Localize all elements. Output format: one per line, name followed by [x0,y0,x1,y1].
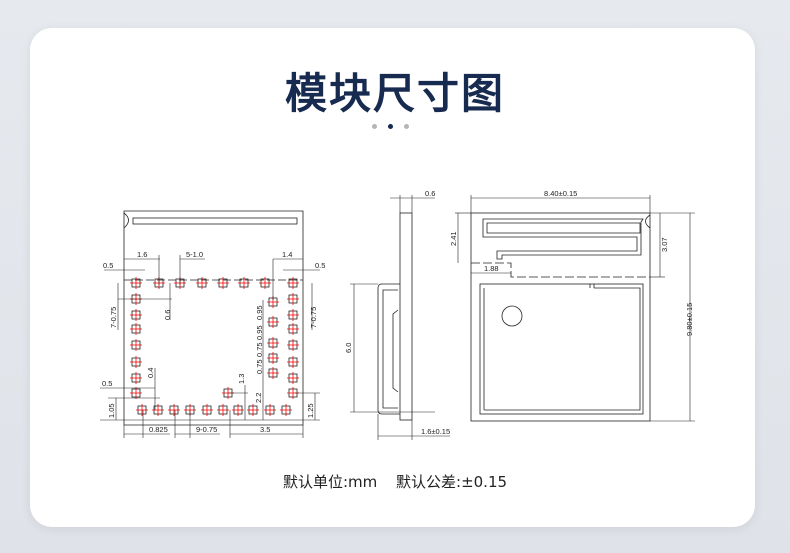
pad-center-cross [130,356,142,368]
dim-label: 1.6±0.15 [421,427,450,436]
pad-center-cross [287,277,299,289]
antenna-meander [482,218,644,260]
side-view: 0.6 6.0 1.6±0.15 [344,189,450,440]
dim-label: 2.2 [254,393,263,403]
pad-center-cross [217,404,229,416]
dim-label: 7-0.75 [109,307,118,328]
dim-label: 0.75 [255,342,264,357]
pads [130,277,299,416]
dim-label: 1.3 [237,374,246,384]
footer-note: 默认单位:mm 默认公差:±0.15 [0,471,790,492]
notch [645,214,651,229]
dim-label: 0.5 [315,261,325,270]
dim-label: 1.6 [137,250,147,259]
pad-center-cross [280,404,292,416]
pad-center-cross [287,293,299,305]
dim-label: 0.95 [255,305,264,320]
pad-center-cross [287,323,299,335]
carousel-pager [372,124,409,129]
bottom-view: 1.6 5-1.0 1.4 0.5 0.5 7-0.75 7-0.75 0.6 … [100,210,325,438]
notch [123,212,129,229]
keepout-line [471,262,650,278]
dim-label: 0.6 [163,310,172,320]
dimension-lines [100,255,320,438]
dim-label: 2.41 [449,231,458,246]
dimension-labels: 1.6 5-1.0 1.4 0.5 0.5 7-0.75 7-0.75 0.6 … [102,250,325,434]
pad-center-cross [247,404,259,416]
dim-label: 0.95 [255,325,264,340]
dim-label: 8.40±0.15 [544,189,577,198]
unit-note: 默认单位:mm [282,473,378,491]
dim-label: 7-0.75 [309,307,318,328]
dim-label: 0.825 [149,425,168,434]
pad-center-cross [196,277,208,289]
dim-label: 0.6 [425,189,435,198]
dim-label: 3.07 [660,237,669,252]
pad-center-cross [130,387,142,399]
dim-label: 9.80±0.15 [685,303,694,336]
dim-label: 0.4 [146,368,155,378]
top-view: 8.40±0.15 2.41 3.07 9.80±0.15 1.88 [449,189,695,422]
pager-dot[interactable] [404,124,409,129]
dim-label: 3.5 [260,425,270,434]
dim-label: 0.5 [103,261,113,270]
pad-center-cross [130,323,142,335]
pad-center-cross [267,367,279,379]
pager-dot-active[interactable] [388,124,393,129]
pad-center-cross [287,339,299,351]
pad-center-cross [287,372,299,384]
pad-center-cross [168,404,180,416]
pad-center-cross [130,309,142,321]
dim-label: 6.0 [344,343,353,353]
pin1-marker [501,305,523,327]
pad-center-cross [217,277,229,289]
tolerance-note: 默认公差:±0.15 [396,473,508,491]
dim-label: 0.5 [102,379,112,388]
pad-center-cross [259,277,271,289]
pad-center-cross [201,404,213,416]
dim-label: 1.4 [282,250,292,259]
pad-center-cross [238,277,250,289]
pad-center-cross [152,404,164,416]
pad-center-cross [136,404,148,416]
pad-center-cross [287,309,299,321]
dim-label: 5-1.0 [186,250,203,259]
pad-center-cross [267,352,279,364]
dim-label: 1.88 [484,264,499,273]
pager-dot[interactable] [372,124,377,129]
shield-can [479,283,644,415]
pad-center-cross [264,404,276,416]
dim-label: 0.75 [255,359,264,374]
pad-center-cross [130,339,142,351]
content-card [30,28,755,527]
module-outline [470,212,651,422]
pad-center-cross [130,277,142,289]
shield-inner [483,284,641,411]
pad-center-cross [267,316,279,328]
dim-label: 1.05 [107,403,116,418]
pad-center-cross [130,372,142,384]
pcb-edge [399,212,413,421]
dim-label: 9-0.75 [196,425,217,434]
pad-center-cross [287,356,299,368]
shield-outline [377,283,400,415]
pad-center-cross [267,337,279,349]
dim-label: 1.25 [306,403,315,418]
shield-inner [382,289,399,409]
page-title: 模块尺寸图 [284,69,505,118]
pad-center-cross [232,404,244,416]
antenna-strip [132,217,298,225]
